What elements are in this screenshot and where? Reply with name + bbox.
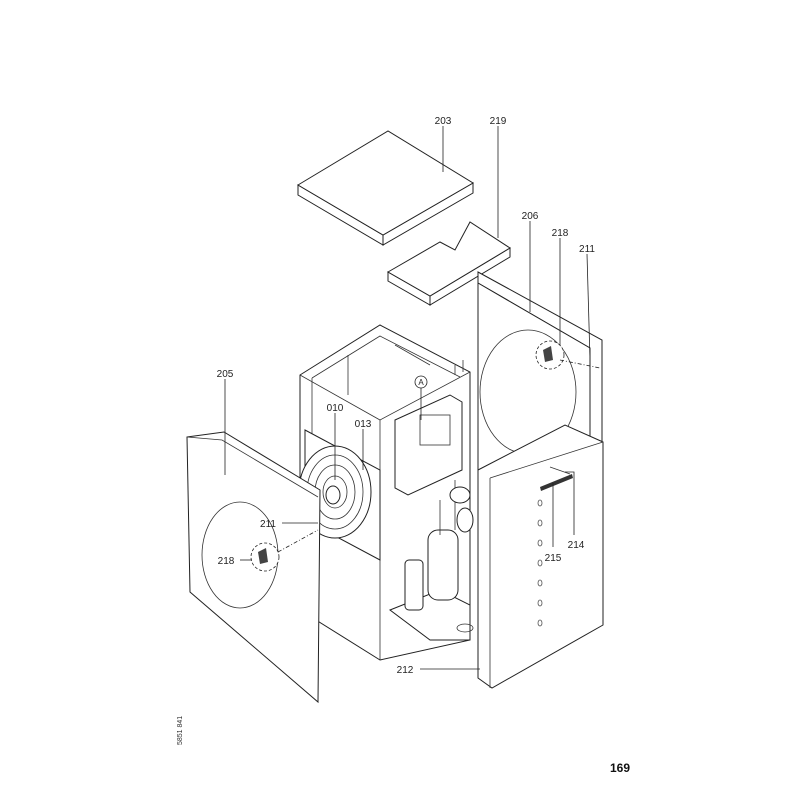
page-number: 169: [610, 761, 630, 775]
label-215: 215: [545, 553, 562, 564]
left-side-panel: [186, 431, 321, 704]
leader-lines: [224, 126, 591, 670]
label-218-left: 218: [218, 556, 235, 567]
label-205: 205: [217, 369, 234, 380]
label-218-right: 218: [552, 228, 569, 239]
svg-text:A: A: [418, 378, 424, 387]
cover-plate: [386, 221, 511, 306]
label-211-right: 211: [579, 244, 595, 255]
front-panel: [477, 424, 604, 689]
label-013: 013: [355, 419, 372, 430]
drawing-number: 5851 841: [177, 716, 184, 745]
detail-marker-a: A: [414, 375, 428, 389]
label-214: 214: [568, 540, 585, 551]
label-211-left: 211: [260, 519, 276, 530]
screw-right: [535, 340, 601, 370]
label-212: 212: [397, 665, 414, 676]
label-219: 219: [490, 116, 507, 127]
indicator-holes: [537, 499, 543, 627]
label-206: 206: [522, 211, 539, 222]
unit-frame: [299, 324, 474, 661]
screw-left: [250, 529, 319, 572]
label-203: 203: [435, 116, 452, 127]
label-010: 010: [327, 403, 344, 414]
top-cover: [297, 130, 474, 246]
